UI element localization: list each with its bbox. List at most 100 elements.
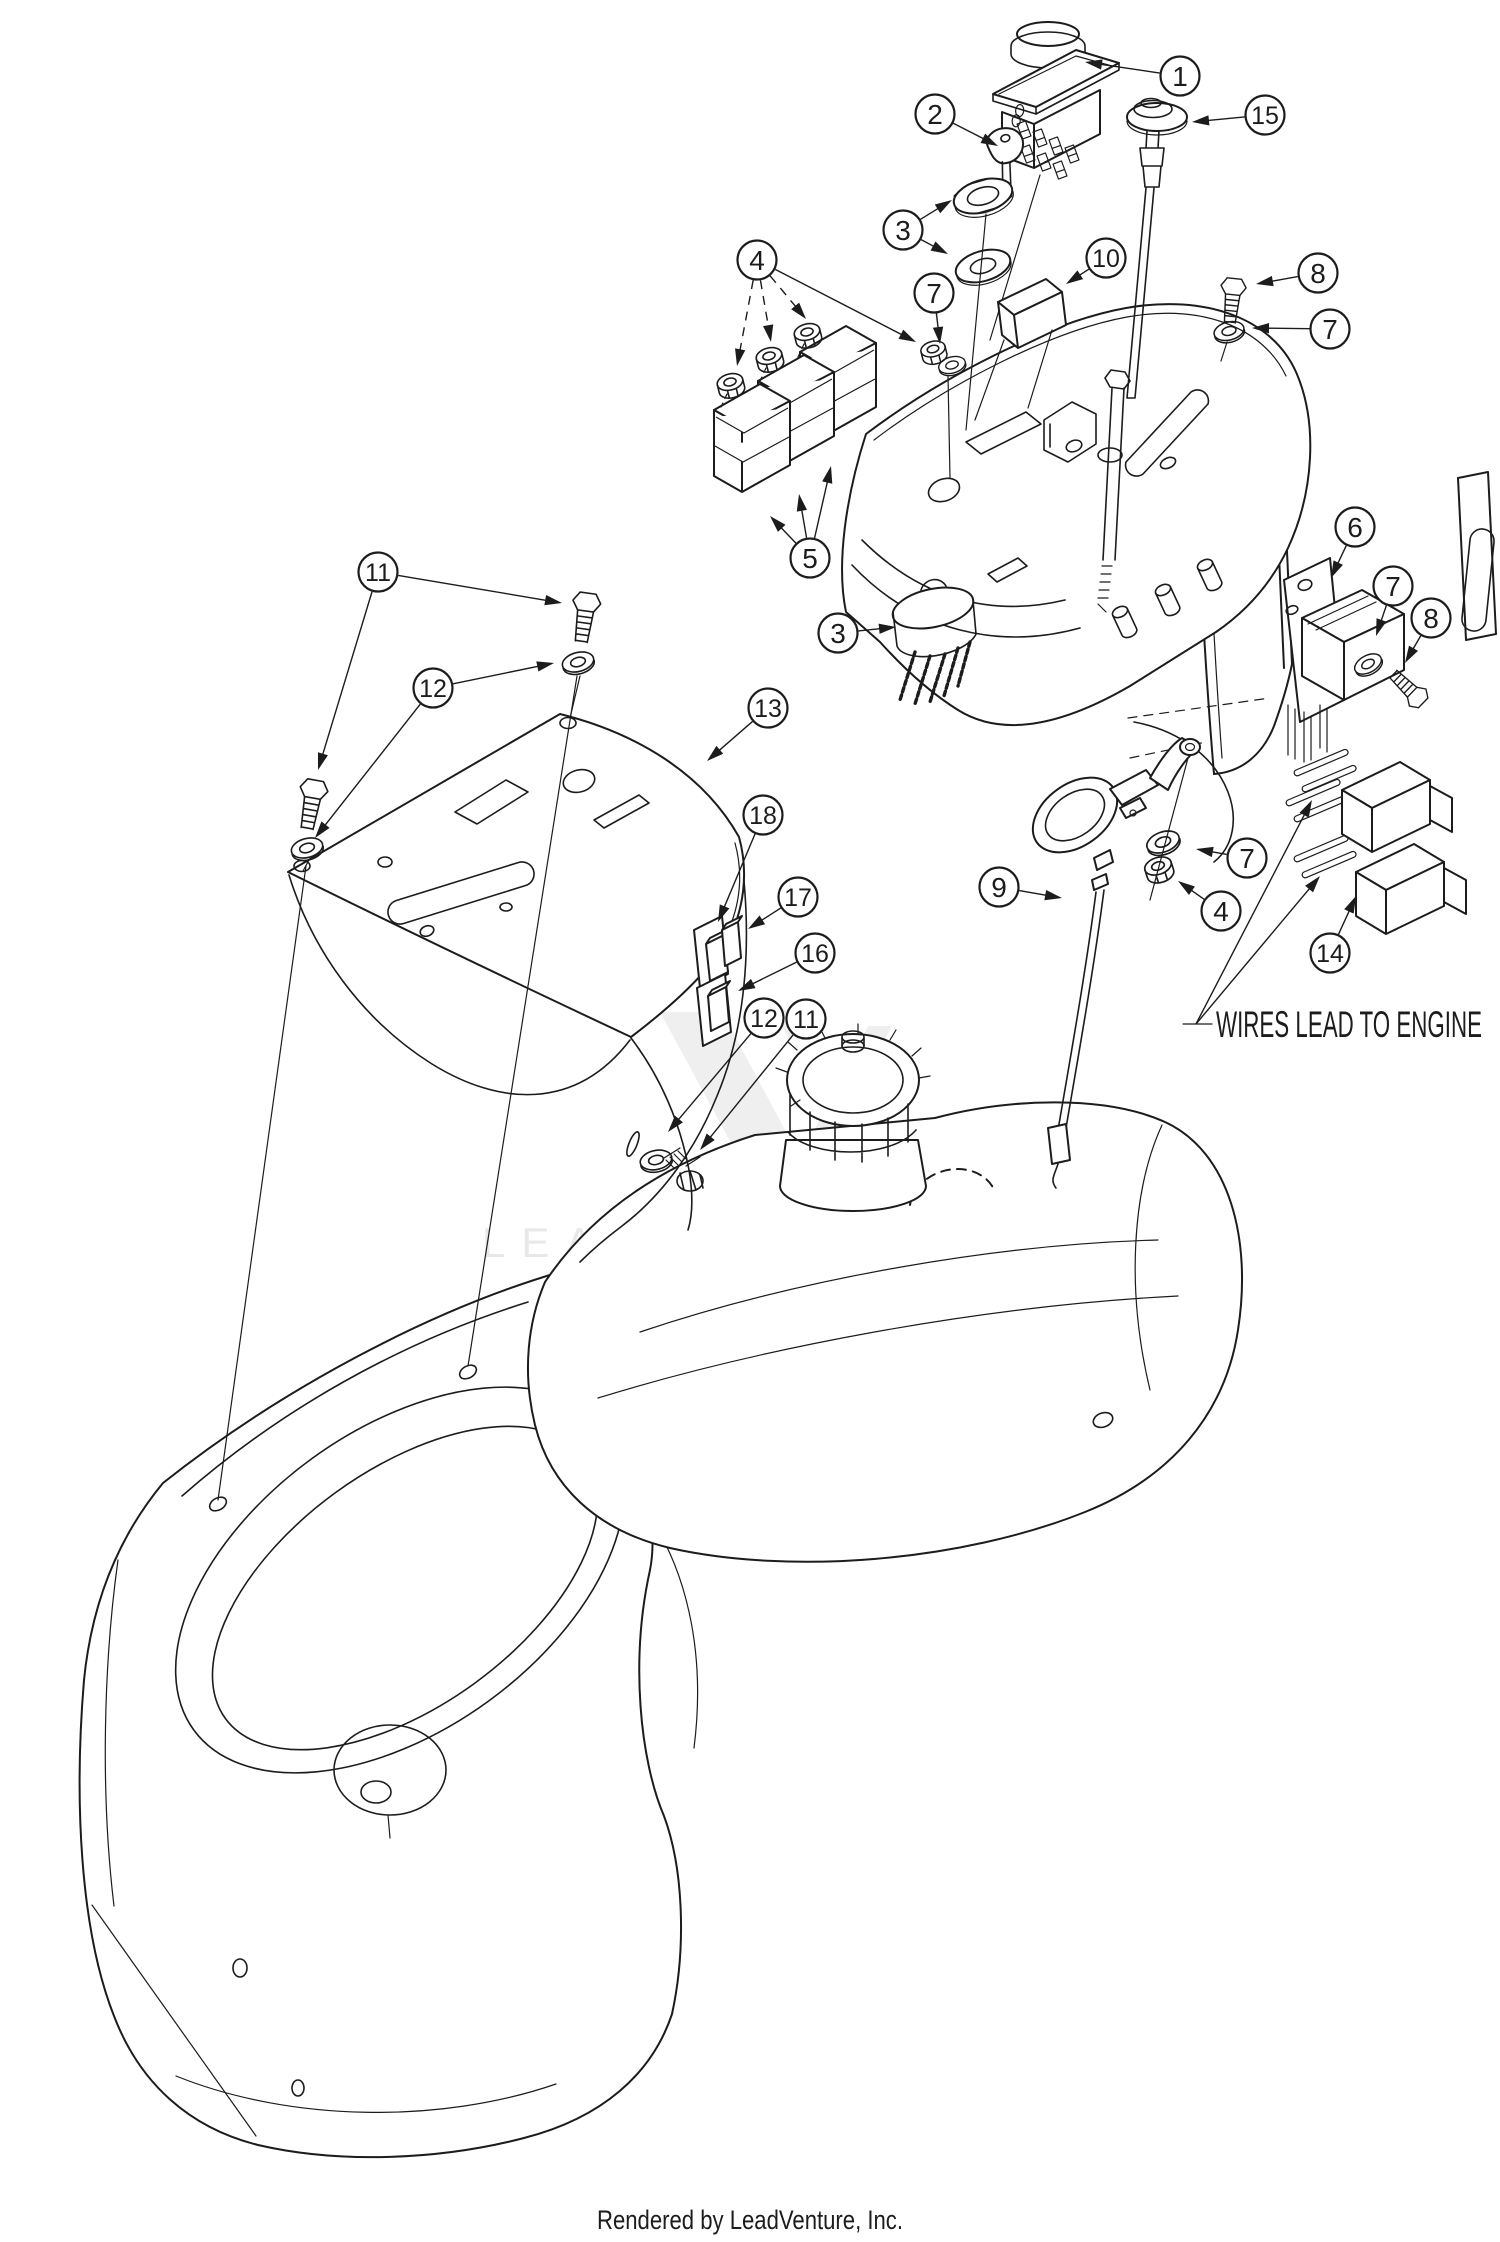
ignition-switch-top [989,21,1120,341]
callout-11: 11 [700,998,827,1150]
connector-17 [721,915,743,967]
callout-number: 15 [1251,102,1279,130]
solenoid [1283,557,1405,763]
callout-number: 7 [1239,843,1255,874]
callout-1: 1 [1085,55,1201,97]
callout-number: 7 [1322,314,1338,345]
switch-stud-hardware [918,337,969,479]
hex-screw-lower [663,1147,704,1192]
callout-number: 5 [802,543,818,574]
callout-10: 10 [1066,237,1127,284]
callout-number: 17 [784,884,812,912]
callout-number: 11 [365,559,391,587]
small-rect-cutout [593,794,650,829]
mount-hole-left [208,1496,228,1512]
connector-housing-lower [1355,843,1467,935]
choke-washer [1142,826,1184,861]
callout-number: 14 [1316,940,1344,968]
callout-number: 4 [749,245,765,276]
callout-4: 4 [735,239,916,366]
mount-hole-right [458,1364,478,1380]
callout-5: 5 [770,466,833,579]
callout-number: 2 [927,99,943,130]
callout-6: 6 [1331,506,1376,578]
callout-3: 3 [882,200,952,254]
callout-number: 16 [801,940,829,968]
callout-2: 2 [914,93,998,146]
axis-line [965,213,987,431]
switch-pins [898,640,972,706]
callout-number: 6 [1347,512,1363,543]
choke-cable-assembly [1031,737,1201,1189]
callout-7: 7 [1252,308,1351,350]
callout-8: 8 [1256,252,1339,294]
wire-connectors-14 [1284,747,1467,935]
panel-long-bolt [1097,369,1131,613]
callout-12: 12 [315,661,554,838]
console-side-connectors [693,915,743,1047]
callout-16: 16 [738,932,836,991]
callout-11: 11 [317,551,562,770]
choke-nut [1141,852,1178,888]
fuel-tank [526,1101,1244,1563]
panel-rect-hole [965,411,1042,455]
callout-18: 18 [718,794,784,922]
screw-washer-top-right [1211,276,1248,362]
callout-number: 12 [750,1005,778,1033]
callout-number: 13 [754,695,782,723]
callout-12: 12 [668,997,785,1132]
callout-number: 12 [419,675,447,703]
annotation-layer: WIRES LEAD TO ENGINE [1182,800,1482,1045]
connector-16 [707,980,731,1032]
callout-number: 11 [793,1006,819,1034]
callout-number: 7 [926,278,942,309]
callout-number: 8 [1310,258,1326,289]
switch-washer [954,248,1012,286]
callout-4: 4 [1178,881,1242,932]
callout-number: 18 [749,802,777,830]
callout-8: 8 [1405,597,1452,663]
dash-panel [841,303,1312,727]
callout-number: 8 [1423,603,1439,634]
hex-screw-right [566,590,603,645]
callout-number: 1 [1172,61,1188,92]
callout-number: 10 [1092,245,1120,273]
relay-group [713,320,877,493]
callout-number: 9 [991,872,1007,903]
callout-number: 7 [1385,571,1401,602]
footer-credit: Rendered by LeadVenture, Inc. [597,2205,903,2235]
projection-lines [217,675,578,1501]
panel-bracket-clip [1043,401,1097,463]
callout-7: 7 [913,272,955,344]
callout-7: 7 [1196,837,1268,879]
ignition-switch-body [891,578,977,706]
rect-cutout [454,779,529,825]
callout-9: 9 [978,866,1062,908]
connector-housing-upper [1341,761,1453,853]
wires-annotation: WIRES LEAD TO ENGINE [1216,1004,1482,1045]
throttle-knob-cable [1126,97,1188,399]
pin-edge [626,1131,640,1157]
callout-number: 3 [895,215,911,246]
hex-screw-left [292,776,331,832]
callout-14: 14 [1309,896,1356,974]
washer-right [559,647,598,679]
callout-number: 4 [1213,896,1229,927]
callout-17: 17 [748,876,819,929]
callout-13: 13 [707,687,789,761]
panel-slot [1124,389,1210,477]
callout-3: 3 [817,612,896,654]
callout-15: 15 [1192,94,1286,136]
hidden-hole-dashed-arc [909,1168,996,1206]
fuel-cap-assembly [775,1023,931,1212]
ring-nut [952,177,1014,218]
slot-cutout [387,861,535,925]
annotation-leaders [1195,800,1320,1025]
fender-console-body [78,1271,746,2159]
connector-block-10 [974,278,1067,421]
callout-7: 7 [1372,565,1414,636]
callout-number: 3 [830,618,846,649]
